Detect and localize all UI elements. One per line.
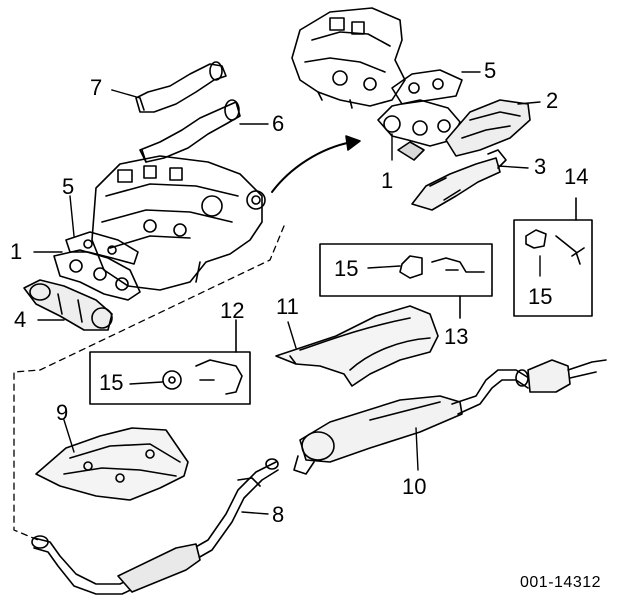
hanger-kit-box-14 <box>513 197 593 317</box>
engine-block-upper-right <box>291 7 406 109</box>
callout-4: 4 <box>14 307 27 332</box>
callout-3: 3 <box>534 154 547 179</box>
muffler-tailpipe-10 <box>293 359 607 475</box>
hanger-kit-box-12 <box>89 319 251 405</box>
callout-15-left: 15 <box>99 370 124 395</box>
callout-13: 13 <box>444 324 469 349</box>
left-catalytic-converter <box>23 279 113 331</box>
callout-5-upper-right: 5 <box>484 58 497 83</box>
crossover-pipe-7 <box>135 61 227 113</box>
pointer-arrow <box>271 135 361 193</box>
heat-shield-9 <box>35 427 189 501</box>
callout-7: 7 <box>90 75 103 100</box>
manifold-gasket-upper-right <box>391 69 463 105</box>
callout-1-left: 1 <box>10 239 23 264</box>
callout-9: 9 <box>56 400 69 425</box>
hanger-kit-box-13 <box>319 243 493 319</box>
heat-shield-11 <box>275 305 439 387</box>
callout-14: 14 <box>564 164 589 189</box>
callout-8: 8 <box>272 502 285 527</box>
callout-15-center: 15 <box>334 256 359 281</box>
exhaust-pipe-6 <box>139 99 241 163</box>
right-exhaust-manifold <box>377 99 461 161</box>
engine-block-left <box>91 155 266 291</box>
right-catalytic-pipe <box>411 149 507 211</box>
callout-5-left: 5 <box>62 174 75 199</box>
callout-1-right: 1 <box>381 168 394 193</box>
left-exhaust-manifold <box>53 249 141 301</box>
callout-10: 10 <box>402 474 427 499</box>
manifold-gasket-left <box>65 231 139 265</box>
lower-pipe-catalytic-8 <box>31 458 279 595</box>
callout-15-right: 15 <box>528 284 553 309</box>
callout-2: 2 <box>546 88 559 113</box>
manifold-heat-shield <box>445 99 531 157</box>
callout-12: 12 <box>220 298 245 323</box>
callout-11: 11 <box>276 294 299 319</box>
leader-lines <box>33 71 541 515</box>
part-number-label: 001-14312 <box>520 574 602 591</box>
callout-6: 6 <box>272 111 285 136</box>
